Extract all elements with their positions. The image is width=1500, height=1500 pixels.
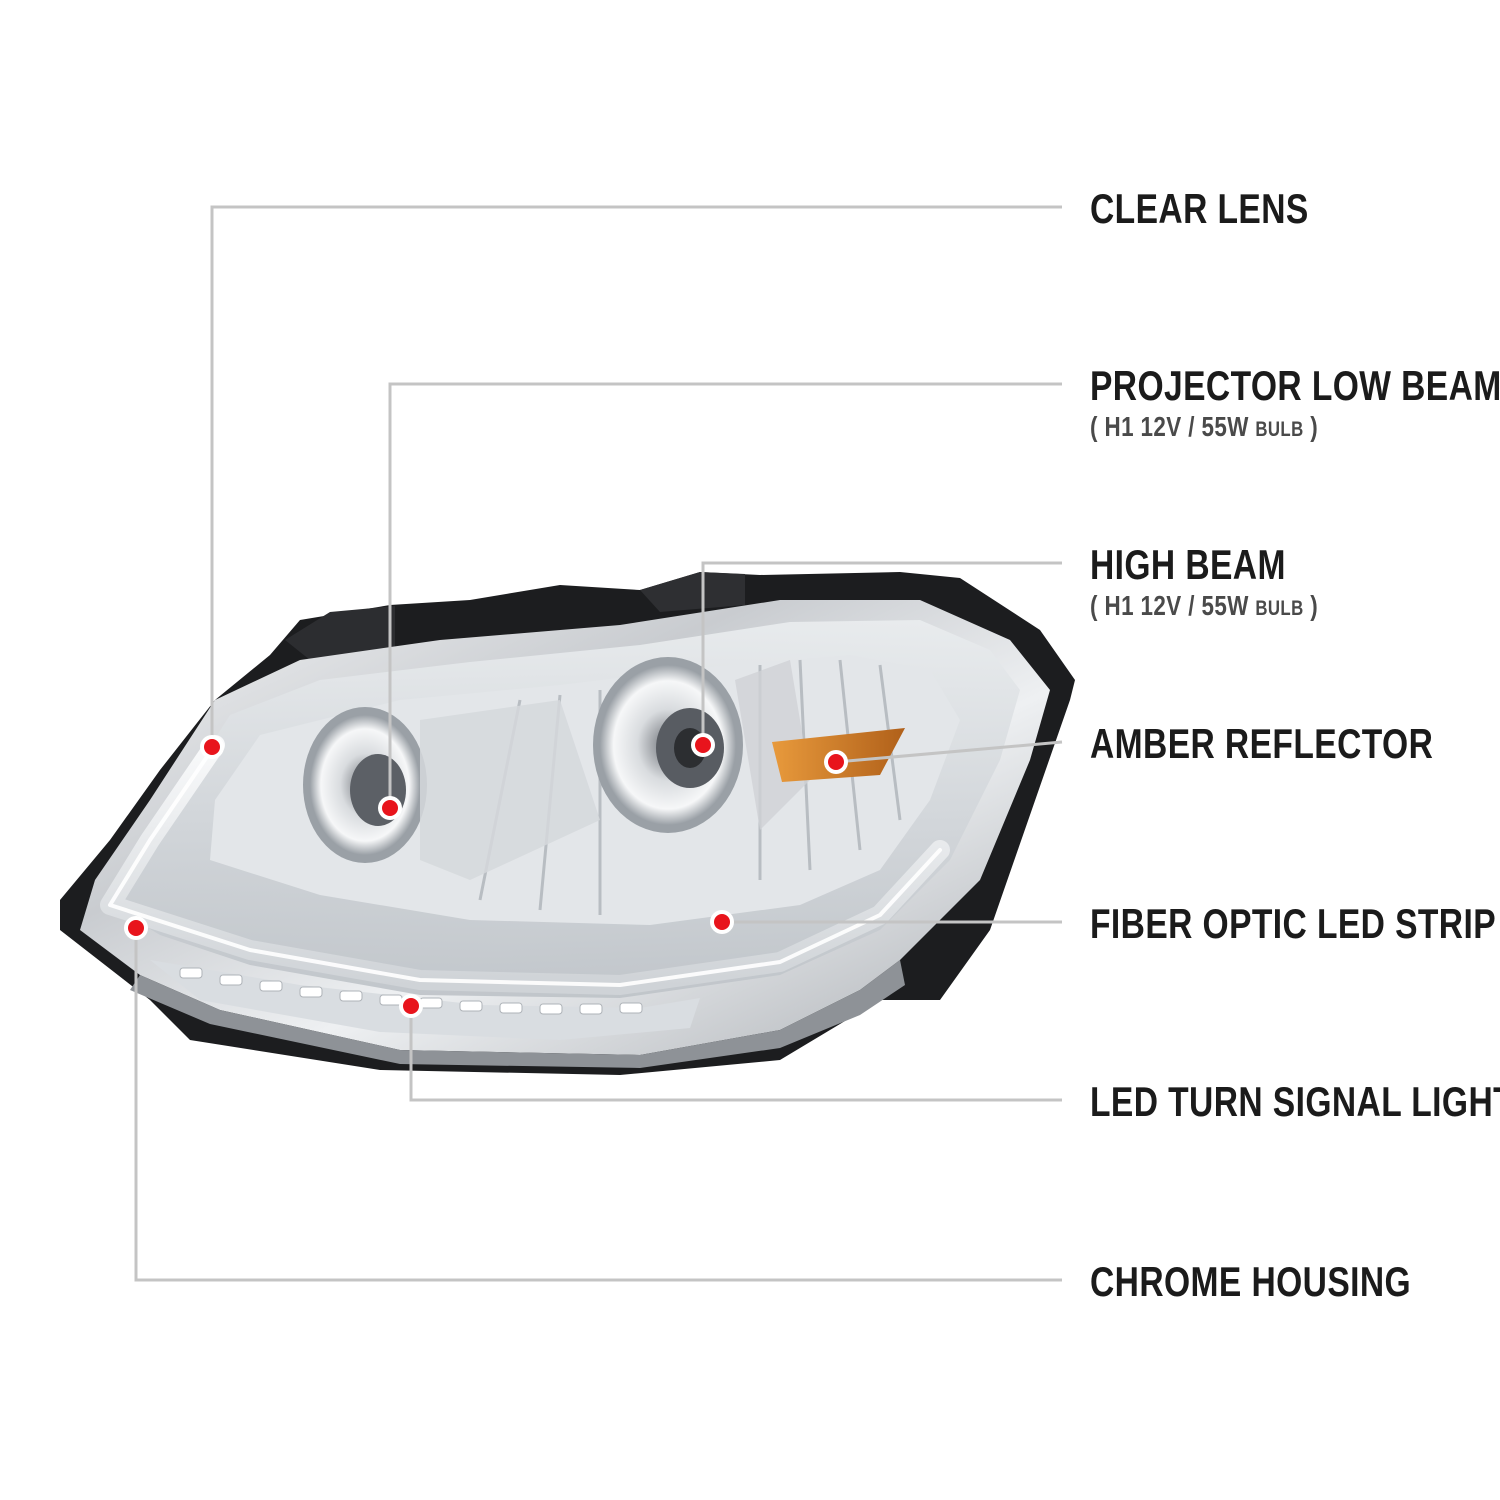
- high-beam-unit: [593, 657, 810, 833]
- leader-line-high-beam: [701, 561, 1062, 745]
- marker-clear-lens: [200, 735, 224, 759]
- leader-line-clear-lens: [210, 205, 1062, 747]
- leader-line-chrome-housing: [134, 928, 1062, 1282]
- led-turn-signal-part: [150, 960, 700, 1040]
- leader-line-amber-reflector: [835, 740, 1063, 764]
- marker-fiber-optic-led-strip: [710, 910, 734, 934]
- bulb-unit-text: BULB: [1255, 418, 1304, 441]
- marker-projector-low-beam: [378, 796, 402, 820]
- callout-projector-low-beam: PROJECTOR LOW BEAM ( H1 12V / 55W BULB ): [1090, 364, 1500, 447]
- bulb-unit-text: BULB: [1255, 597, 1304, 620]
- callout-bulb-spec: ( H1 12V / 55W BULB ): [1090, 590, 1319, 621]
- callout-title: CLEAR LENS: [1090, 185, 1309, 232]
- callout-title: HIGH BEAM: [1090, 541, 1286, 588]
- callout-amber-reflector: AMBER REFLECTOR: [1090, 722, 1433, 766]
- callout-title: CHROME HOUSING: [1090, 1258, 1412, 1305]
- callout-title: PROJECTOR LOW BEAM: [1090, 362, 1500, 409]
- marker-chrome-housing: [124, 916, 148, 940]
- bulb-spec-text: H1 12V / 55W: [1104, 590, 1249, 621]
- callout-bulb-spec: ( H1 12V / 55W BULB ): [1090, 411, 1319, 442]
- callout-title: FIBER OPTIC LED STRIP: [1090, 900, 1497, 947]
- callout-fiber-optic-led-strip: FIBER OPTIC LED STRIP: [1090, 902, 1496, 946]
- bulb-spec-text: H1 12V / 55W: [1104, 411, 1249, 442]
- marker-dots: [124, 733, 848, 1018]
- marker-high-beam: [691, 733, 715, 757]
- leader-line-projector-low-beam: [388, 382, 1062, 808]
- callout-title: LED TURN SIGNAL LIGHT: [1090, 1078, 1500, 1125]
- callout-title: AMBER REFLECTOR: [1090, 720, 1434, 767]
- callout-led-turn-signal-light: LED TURN SIGNAL LIGHT: [1090, 1080, 1500, 1124]
- marker-amber-reflector: [824, 750, 848, 774]
- callout-chrome-housing: CHROME HOUSING: [1090, 1260, 1411, 1304]
- callout-clear-lens: CLEAR LENS: [1090, 187, 1309, 231]
- leader-line-led-turn-signal: [409, 1006, 1062, 1102]
- marker-led-turn-signal: [399, 994, 423, 1018]
- leader-lines: [134, 205, 1063, 1282]
- callout-high-beam: HIGH BEAM ( H1 12V / 55W BULB ): [1090, 543, 1318, 626]
